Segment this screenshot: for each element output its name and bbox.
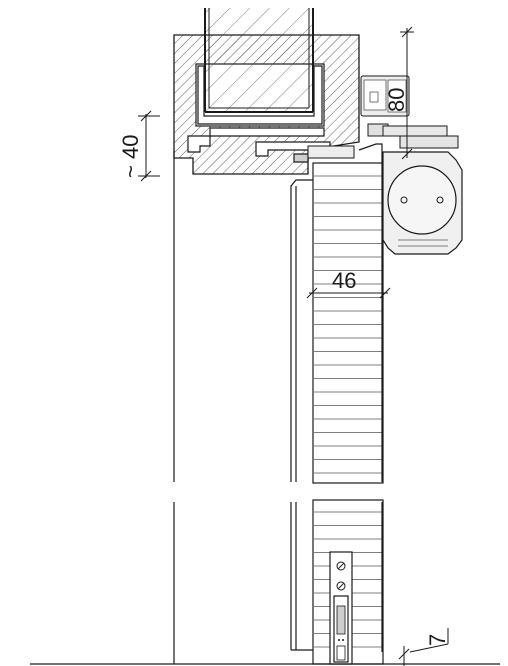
door-frame-lines: [290, 143, 383, 652]
top-track: [307, 123, 459, 159]
mounting-bracket: [360, 75, 410, 117]
roller-trolley: [382, 151, 463, 255]
dimension-leaf-thickness-label: 46: [332, 268, 356, 293]
dimension-floor-clearance: [398, 628, 449, 666]
dimension-leaf-thickness: [306, 287, 391, 299]
dimension-header-gap: [138, 110, 160, 182]
floor-guide: [329, 551, 353, 665]
glass-panel: [204, 8, 314, 113]
dimension-floor-clearance-label: 7: [425, 634, 450, 646]
dimension-mount-height: [400, 26, 414, 160]
dimension-mount-height-label: 80: [384, 88, 409, 112]
glazing-channel: [187, 65, 331, 163]
dimension-header-gap-label: ~ 40: [118, 135, 143, 178]
